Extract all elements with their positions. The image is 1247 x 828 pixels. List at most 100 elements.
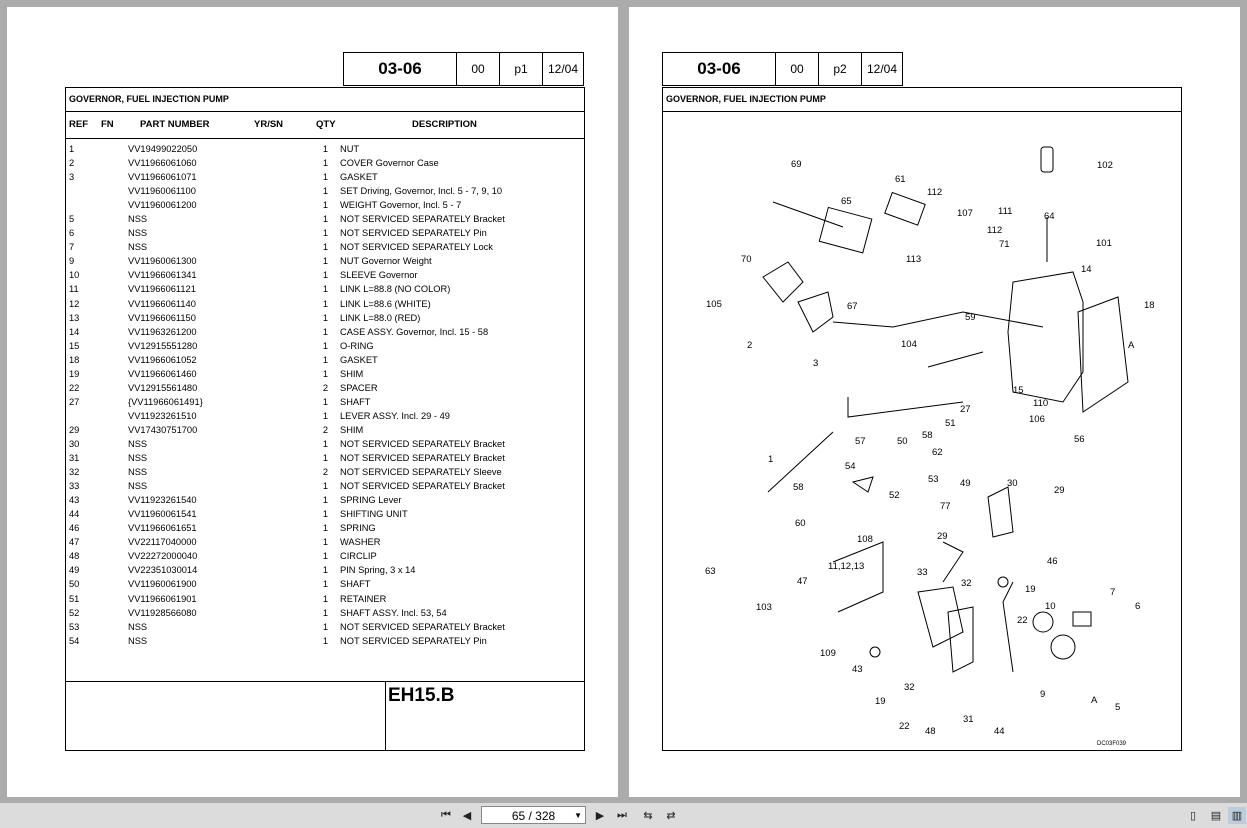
diagram-callout-label: 27: [960, 404, 971, 415]
diagram-callout-label: 5: [1115, 702, 1120, 713]
qty-cell: 1: [322, 158, 328, 169]
page-title: GOVERNOR, FUEL INJECTION PUMP: [66, 88, 584, 112]
page-header-table: 03-06 00 p1 12/04: [343, 52, 584, 86]
last-page-icon[interactable]: ⏭: [617, 809, 627, 821]
col-description-header: DESCRIPTION: [412, 119, 477, 130]
diagram-callout-label: 46: [1047, 556, 1058, 567]
diagram-callout-label: 57: [855, 436, 866, 447]
gasket-shape: [1077, 296, 1129, 413]
diagram-callout-label: 49: [960, 478, 971, 489]
diagram-callout-label: 32: [904, 682, 915, 693]
description-cell: PIN Spring, 3 x 14: [340, 565, 416, 576]
diagram-callout-label: 106: [1029, 414, 1045, 425]
revision: 00: [456, 52, 500, 86]
qty-cell: 1: [322, 256, 328, 267]
part-number-cell: VV11966061341: [128, 270, 197, 281]
diagram-drawing: [762, 146, 1129, 673]
qty-cell: 2: [322, 424, 328, 435]
forward-view-icon[interactable]: ⇄: [666, 810, 676, 822]
part-number-cell: NSS: [128, 621, 148, 632]
ref-cell: 52: [69, 607, 80, 618]
description-cell: SPRING: [340, 523, 376, 534]
page-indicator-select[interactable]: 65 / 328 ▼: [481, 806, 586, 824]
lever-60-shape: [851, 476, 874, 493]
part-number-cell: NSS: [128, 438, 148, 449]
description-cell: NOT SERVICED SEPARATELY Bracket: [340, 438, 505, 449]
ref-cell: 48: [69, 551, 80, 562]
qty-cell: 1: [322, 214, 328, 225]
part-number-cell: VV22351030014: [128, 565, 198, 576]
part-number-cell: VV11966061140: [128, 298, 196, 309]
ref-cell: 15: [69, 340, 80, 351]
leader-line-1: [832, 311, 1044, 328]
diagram-callout-label: 43: [852, 664, 863, 675]
part-number-cell: VV11960061300: [128, 256, 197, 267]
ref-cell: 49: [69, 565, 80, 576]
ref-cell: 54: [69, 635, 80, 646]
diagram-callout-label: 103: [756, 602, 772, 613]
qty-cell: 1: [322, 228, 328, 239]
part-number-cell: VV11966061901: [128, 593, 197, 604]
part-number-cell: VV11966061121: [128, 284, 196, 295]
previous-page-icon[interactable]: ◀: [462, 810, 472, 822]
part-number-cell: VV12915551280: [128, 340, 198, 351]
description-cell: NOT SERVICED SEPARATELY Sleeve: [340, 467, 502, 478]
two-page-view-icon[interactable]: ▥: [1228, 807, 1246, 824]
qty-cell: 1: [322, 453, 328, 464]
diagram-callout-label: 60: [795, 518, 806, 529]
part-number-cell: VV11966061052: [128, 354, 197, 365]
qty-cell: 2: [322, 467, 328, 478]
page-number-right: p2: [818, 52, 862, 86]
ref-cell: 14: [69, 326, 80, 337]
ref-cell: 22: [69, 382, 80, 393]
diagram-callout-label: 32: [961, 578, 972, 589]
diagram-callout-label: 105: [706, 299, 722, 310]
diagram-callout-label: 63: [705, 566, 716, 577]
description-cell: O-RING: [340, 340, 374, 351]
back-view-icon[interactable]: ⇆: [643, 810, 653, 822]
part-number-cell: VV11928566080: [128, 607, 197, 618]
description-cell: NOT SERVICED SEPARATELY Bracket: [340, 621, 505, 632]
qty-cell: 1: [322, 186, 328, 197]
description-cell: NOT SERVICED SEPARATELY Lock: [340, 242, 493, 253]
part-number-cell: VV11960061900: [128, 579, 197, 590]
diagram-callout-label: 31: [963, 714, 974, 725]
ref-cell: 27: [69, 396, 80, 407]
qty-cell: 1: [322, 537, 328, 548]
left-page: 03-06 00 p1 12/04 GOVERNOR, FUEL INJECTI…: [7, 7, 618, 797]
viewer-toolbar: ⏮ ◀ 65 / 328 ▼ ▶ ⏭ ⇆ ⇄ ▯ ▤ ▥: [0, 803, 1247, 828]
ref-cell: 32: [69, 467, 80, 478]
qty-cell: 2: [322, 382, 328, 393]
first-page-icon[interactable]: ⏮: [441, 809, 451, 821]
next-page-icon[interactable]: ▶: [595, 810, 605, 822]
qty-cell: 1: [322, 621, 328, 632]
diagram-callout-label: 11,12,13: [828, 561, 864, 572]
diagram-callout-label: 108: [857, 534, 873, 545]
diagram-callout-label: A: [1091, 695, 1098, 706]
diagram-callout-label: 3: [813, 358, 818, 369]
description-cell: NUT: [340, 144, 360, 154]
part-number-cell: NSS: [128, 467, 148, 478]
continuous-view-icon[interactable]: ▤: [1210, 810, 1222, 822]
qty-cell: 1: [322, 396, 328, 407]
shim-19-shape: [869, 646, 881, 658]
part-number-cell: VV11966061460: [128, 368, 197, 379]
ref-cell: 2: [69, 158, 75, 169]
qty-cell: 1: [322, 579, 328, 590]
qty-cell: 1: [322, 495, 328, 506]
single-page-view-icon[interactable]: ▯: [1189, 810, 1197, 822]
part-number-cell: VV11923261540: [128, 495, 197, 506]
qty-cell: 1: [322, 523, 328, 534]
ref-cell: 9: [69, 256, 75, 267]
table-row: 32 NSS 2 NOT SERVICED SEPARATELY Sleeve: [66, 465, 584, 479]
diagram-callout-label: 18: [1144, 300, 1155, 311]
